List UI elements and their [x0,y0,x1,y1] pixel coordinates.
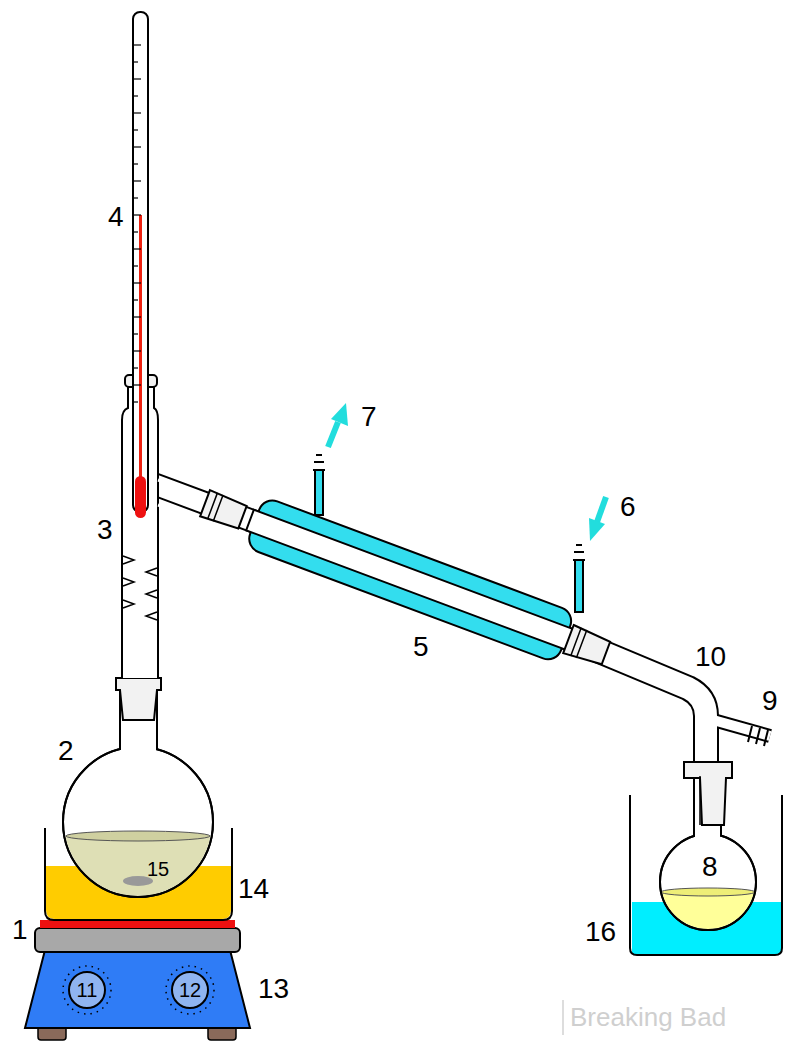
adapter-bore [585,645,706,775]
receiver-adapter [585,645,706,775]
scale-tick [133,350,141,351]
callout-number: 12 [179,980,201,1000]
scale-tick [133,61,138,62]
neck-join [695,830,720,840]
arrowhead [589,518,605,541]
ice-bath [630,795,782,955]
scale-tick [133,163,138,164]
liquid-surface [66,831,210,841]
scale-tick [133,146,141,147]
coolant-outlet [315,470,323,515]
scale-tick [133,401,138,402]
callout-number: 13 [258,975,289,1003]
scale-tick [133,299,138,300]
hose-barb [573,545,585,560]
joint-ring [571,628,587,658]
callout-number: 1 [12,916,28,944]
ground-joint [684,762,732,825]
heating-bath [45,828,232,920]
scale-tick [133,282,141,283]
hose-barb [313,455,325,470]
callout-number: 8 [702,853,718,881]
callout-number: 3 [97,516,113,544]
scale-tick [133,316,141,317]
condenser-jacket [245,496,575,663]
arm-join [158,505,170,509]
heating-element [40,920,235,928]
inner-tube [216,498,608,662]
scale-tick [133,129,138,130]
callout-number: 16 [585,918,616,946]
condenser-core [246,510,574,650]
vigreux-indents [123,556,157,620]
hotplate-top [35,928,240,952]
scale-tick [133,44,141,45]
nozzle-bore [706,718,770,736]
scale-tick [133,231,138,232]
arrowhead [331,403,348,426]
hose-barb [748,726,768,746]
callout-number: 10 [695,643,726,671]
stirrer-knob [69,972,105,1008]
scale-tick [133,214,141,215]
scale-tick [133,180,141,181]
ground-joint [563,625,611,667]
knob-scale [166,966,214,1014]
thermometer-bulb [135,476,146,518]
scale-tick [133,95,138,96]
flask-outline [660,834,756,930]
callout-number: 6 [620,493,636,521]
scale-tick [133,248,141,249]
watermark-bar [562,1000,564,1035]
heat-knob [172,972,208,1008]
callout-number: 5 [413,633,429,661]
joint-ring [208,493,223,521]
ground-joint [200,490,247,530]
callout-number: 11 [77,980,98,1000]
hotplate-base [25,950,250,1028]
coolant-inlet [575,560,583,612]
scale-tick [133,112,141,113]
thermometer-mercury [139,215,142,485]
drip-tip [699,776,701,825]
knob-scale [63,966,111,1014]
callout-number: 4 [108,203,124,231]
ground-joint [116,678,161,720]
neck-join [121,744,156,756]
flask-outline [63,747,213,897]
scale-tick [133,384,141,385]
scale-tick [133,197,138,198]
thermometer-scale [133,45,141,402]
scale-tick [133,367,138,368]
flow-arrow-out [328,422,338,447]
callout-number: 14 [238,875,269,903]
arm-join [158,480,170,484]
callout-number: 15 [147,859,169,879]
callout-number: 7 [361,403,377,431]
flow-arrow-in [597,497,606,522]
scale-tick [133,265,138,266]
scale-tick [133,333,138,334]
callout-number: 2 [58,737,74,765]
distillate-surface [661,888,755,896]
watermark: Breaking Bad [570,1004,726,1030]
scale-tick [133,78,141,79]
thermometer [133,12,148,512]
callout-number: 9 [762,687,778,715]
